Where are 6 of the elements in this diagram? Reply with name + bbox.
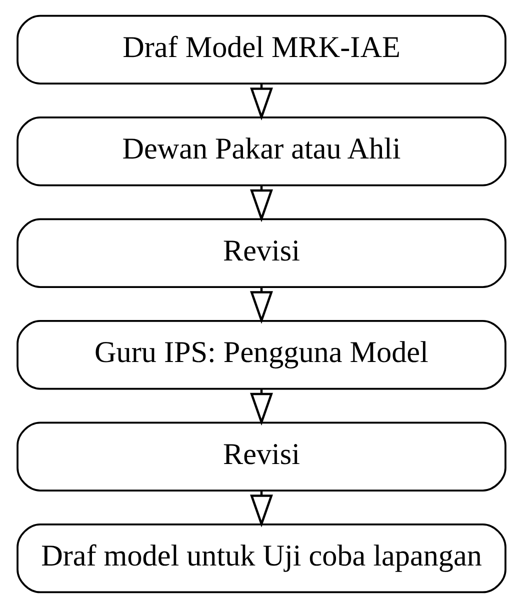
node-box: Revisi: [16, 218, 506, 288]
node-box: Guru IPS: Pengguna Model: [16, 320, 506, 390]
node-box: Draf Model MRK-IAE: [16, 14, 506, 85]
node-box: Revisi: [16, 422, 506, 492]
node-box: Draf model untuk Uji coba lapangan: [16, 523, 506, 594]
node-box: Dewan Pakar atau Ahli: [16, 116, 506, 186]
